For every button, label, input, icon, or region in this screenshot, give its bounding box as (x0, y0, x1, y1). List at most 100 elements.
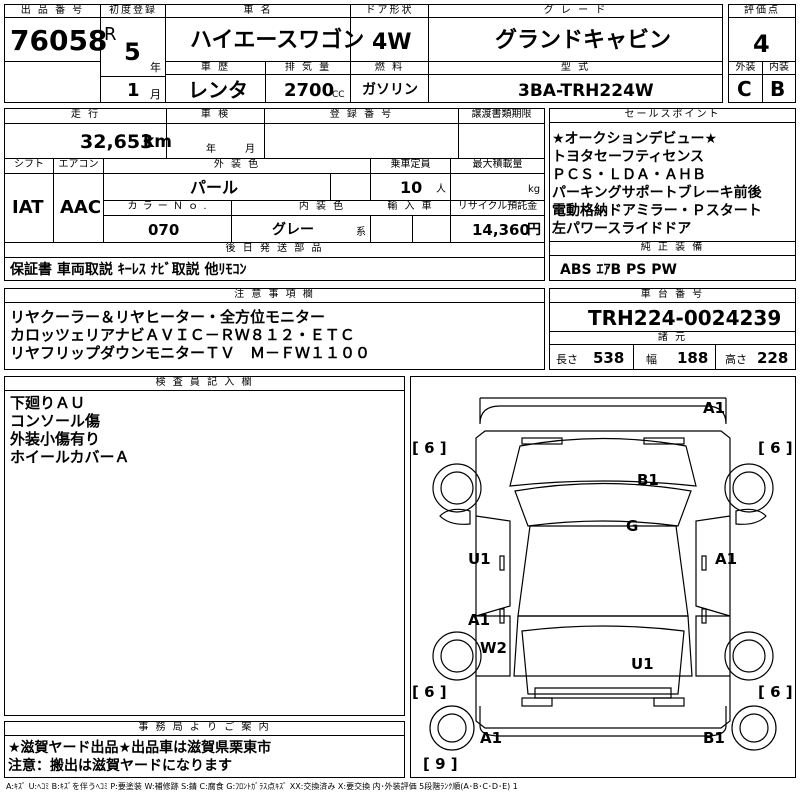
sales-point: パーキングサポートブレーキ前後 (552, 185, 762, 201)
registration-label: 登 録 番 号 (265, 109, 458, 123)
tire-depth-front-left: [ 6 ] (412, 439, 447, 457)
car-name-label: 車 名 (166, 5, 350, 18)
hood-outline (509, 437, 697, 487)
right-rear-side-outline (695, 615, 730, 677)
int-color: グレー (272, 222, 314, 238)
tire-rear-right (724, 631, 774, 681)
specs-vline-2 (715, 345, 716, 370)
reg-year: 5 (124, 38, 141, 66)
note-line: リヤクーラー＆リヤヒーター・全方位モニター (10, 308, 326, 326)
spare-tire-inner (437, 713, 467, 743)
history: レンタ (188, 78, 248, 102)
sales-points-list: ★オークションデビュー★ トヨタセーフティセンス ＰＣＳ・ＬＤＡ・ＡＨＢ パーキ… (552, 130, 762, 238)
inspector-label: 検 査 員 記 入 欄 (5, 377, 404, 391)
damage-hood: B1 (637, 471, 659, 489)
damage-roof: G (626, 517, 639, 535)
detail-vline-5 (103, 158, 104, 242)
front-lamp-left (521, 437, 563, 445)
tire-front-left-inner (440, 471, 474, 505)
detail-hline-1 (4, 123, 545, 124)
office-box (4, 721, 405, 778)
sales-point: ＰＣＳ・ＬＤＡ・ＡＨＢ (552, 167, 706, 183)
inspector-box (4, 376, 405, 716)
left-door-handle (499, 555, 505, 571)
damage-rear-left: A1 (480, 729, 503, 747)
left-slide-handle (499, 608, 505, 624)
tire-depth-rear-left: [ 6 ] (412, 683, 447, 701)
later-parts: 保証書 車両取説 ｷｰﾚｽ ﾅﾋﾞ取説 他ﾘﾓｺﾝ (10, 262, 247, 278)
detail-vline-4 (53, 158, 54, 242)
inspection-month-unit: 月 (245, 144, 255, 155)
left-rear-side-outline (476, 615, 511, 677)
model-label: 型 式 (429, 62, 722, 75)
sales-points-label: セールスポイント (550, 109, 795, 123)
rear-lamp-right (653, 697, 685, 707)
height-label: 高さ (725, 353, 747, 366)
reg-month: 1 (127, 80, 140, 101)
right-mirror (735, 508, 767, 525)
recycle: 14,360 (472, 221, 530, 239)
height: 228 (757, 349, 789, 367)
damage-front-right: A1 (703, 399, 726, 417)
inspection-label: 車 検 (167, 109, 264, 123)
int-color-label: 内 装 色 (232, 201, 412, 215)
tire-rear-right-inner (732, 639, 766, 673)
spare-tire-right-inner (739, 713, 769, 743)
sales-point: 電動格納ドアミラー・Ｐスタート (552, 203, 762, 219)
spare-tire (429, 705, 475, 751)
notes-box (4, 288, 545, 370)
specs-vline-1 (633, 345, 634, 370)
detail-vline-1 (166, 108, 167, 158)
detail-hline-7 (4, 257, 545, 258)
lot-box-lower (4, 61, 101, 103)
detail-vline-6 (231, 200, 232, 242)
reg-month-unit: 月 (150, 88, 161, 101)
door-type: 4W (372, 30, 412, 55)
detail-vline-8 (370, 158, 371, 242)
sales-point: トヨタセーフティセンス (552, 149, 705, 165)
era: R (104, 24, 117, 45)
right-door-handle (701, 555, 707, 571)
front-lamp-right (643, 437, 685, 445)
tire-rear-left-inner (440, 639, 474, 673)
chassis-label: 車 台 番 号 (550, 289, 795, 303)
color-no: 070 (148, 221, 180, 239)
import-label: 輸 入 車 (371, 201, 450, 215)
right-slide-handle (701, 608, 707, 624)
equipment-label: 純 正 装 備 (550, 242, 795, 256)
damage-rear-right: B1 (703, 729, 725, 747)
fuel-label: 燃 料 (351, 62, 428, 75)
shift-label: シフト (5, 159, 53, 173)
capacity: 10 (400, 178, 423, 197)
car-diagram (429, 397, 777, 751)
color-no-label: カ ラ ー Ｎ ｏ . (104, 201, 231, 215)
note-line: カロッツェリアナビＡＶＩＣ－ＲＷ８１２・ＥＴＣ (10, 326, 355, 344)
detail-hline-4 (103, 200, 545, 201)
inspector-list: 下廻りＡＵ コンソール傷 外装小傷有り ホイールカバーＡ (10, 394, 130, 466)
recycle-unit: 円 (527, 222, 541, 238)
note-line: リヤフリップダウンモニターＴＶ Ｍ－ＦＷ１１００ (10, 344, 371, 362)
ext-color-label: 外 装 色 (104, 159, 370, 173)
tire-front-right (724, 463, 774, 513)
sales-point: 左パワースライドドア (552, 221, 692, 237)
inspector-line: 下廻りＡＵ (10, 394, 86, 412)
office-label: 事 務 局 よ り ご 案 内 (5, 722, 404, 736)
model-box (428, 61, 723, 103)
rear-bumper-outline (534, 687, 672, 699)
office-line: 注意：搬出は滋賀ヤードになります (8, 758, 232, 774)
legend: A:ｷｽﾞ U:ﾍｺﾐ B:ｷｽﾞを伴うﾍｺﾐ P:要塗装 W:補修跡 S:錆 … (6, 782, 518, 791)
load-label: 最大積載量 (451, 159, 544, 173)
inspector-line: 外装小傷有り (10, 430, 101, 448)
interior-grade: B (770, 77, 786, 101)
model-code: 3BA-TRH224W (518, 81, 654, 101)
damage-left-mid: U1 (468, 550, 491, 568)
chassis-box (549, 288, 796, 370)
displacement-unit: CC (332, 90, 345, 100)
reg-year-unit: 年 (150, 61, 161, 74)
inspector-line: コンソール傷 (10, 412, 101, 430)
lot-label: 出 品 番 号 (5, 5, 100, 18)
specs-label: 諸 元 (550, 331, 795, 345)
mileage: 32,653 (80, 131, 154, 153)
damage-left-rear-quarter: W2 (480, 639, 507, 657)
reg-divider (100, 76, 166, 77)
